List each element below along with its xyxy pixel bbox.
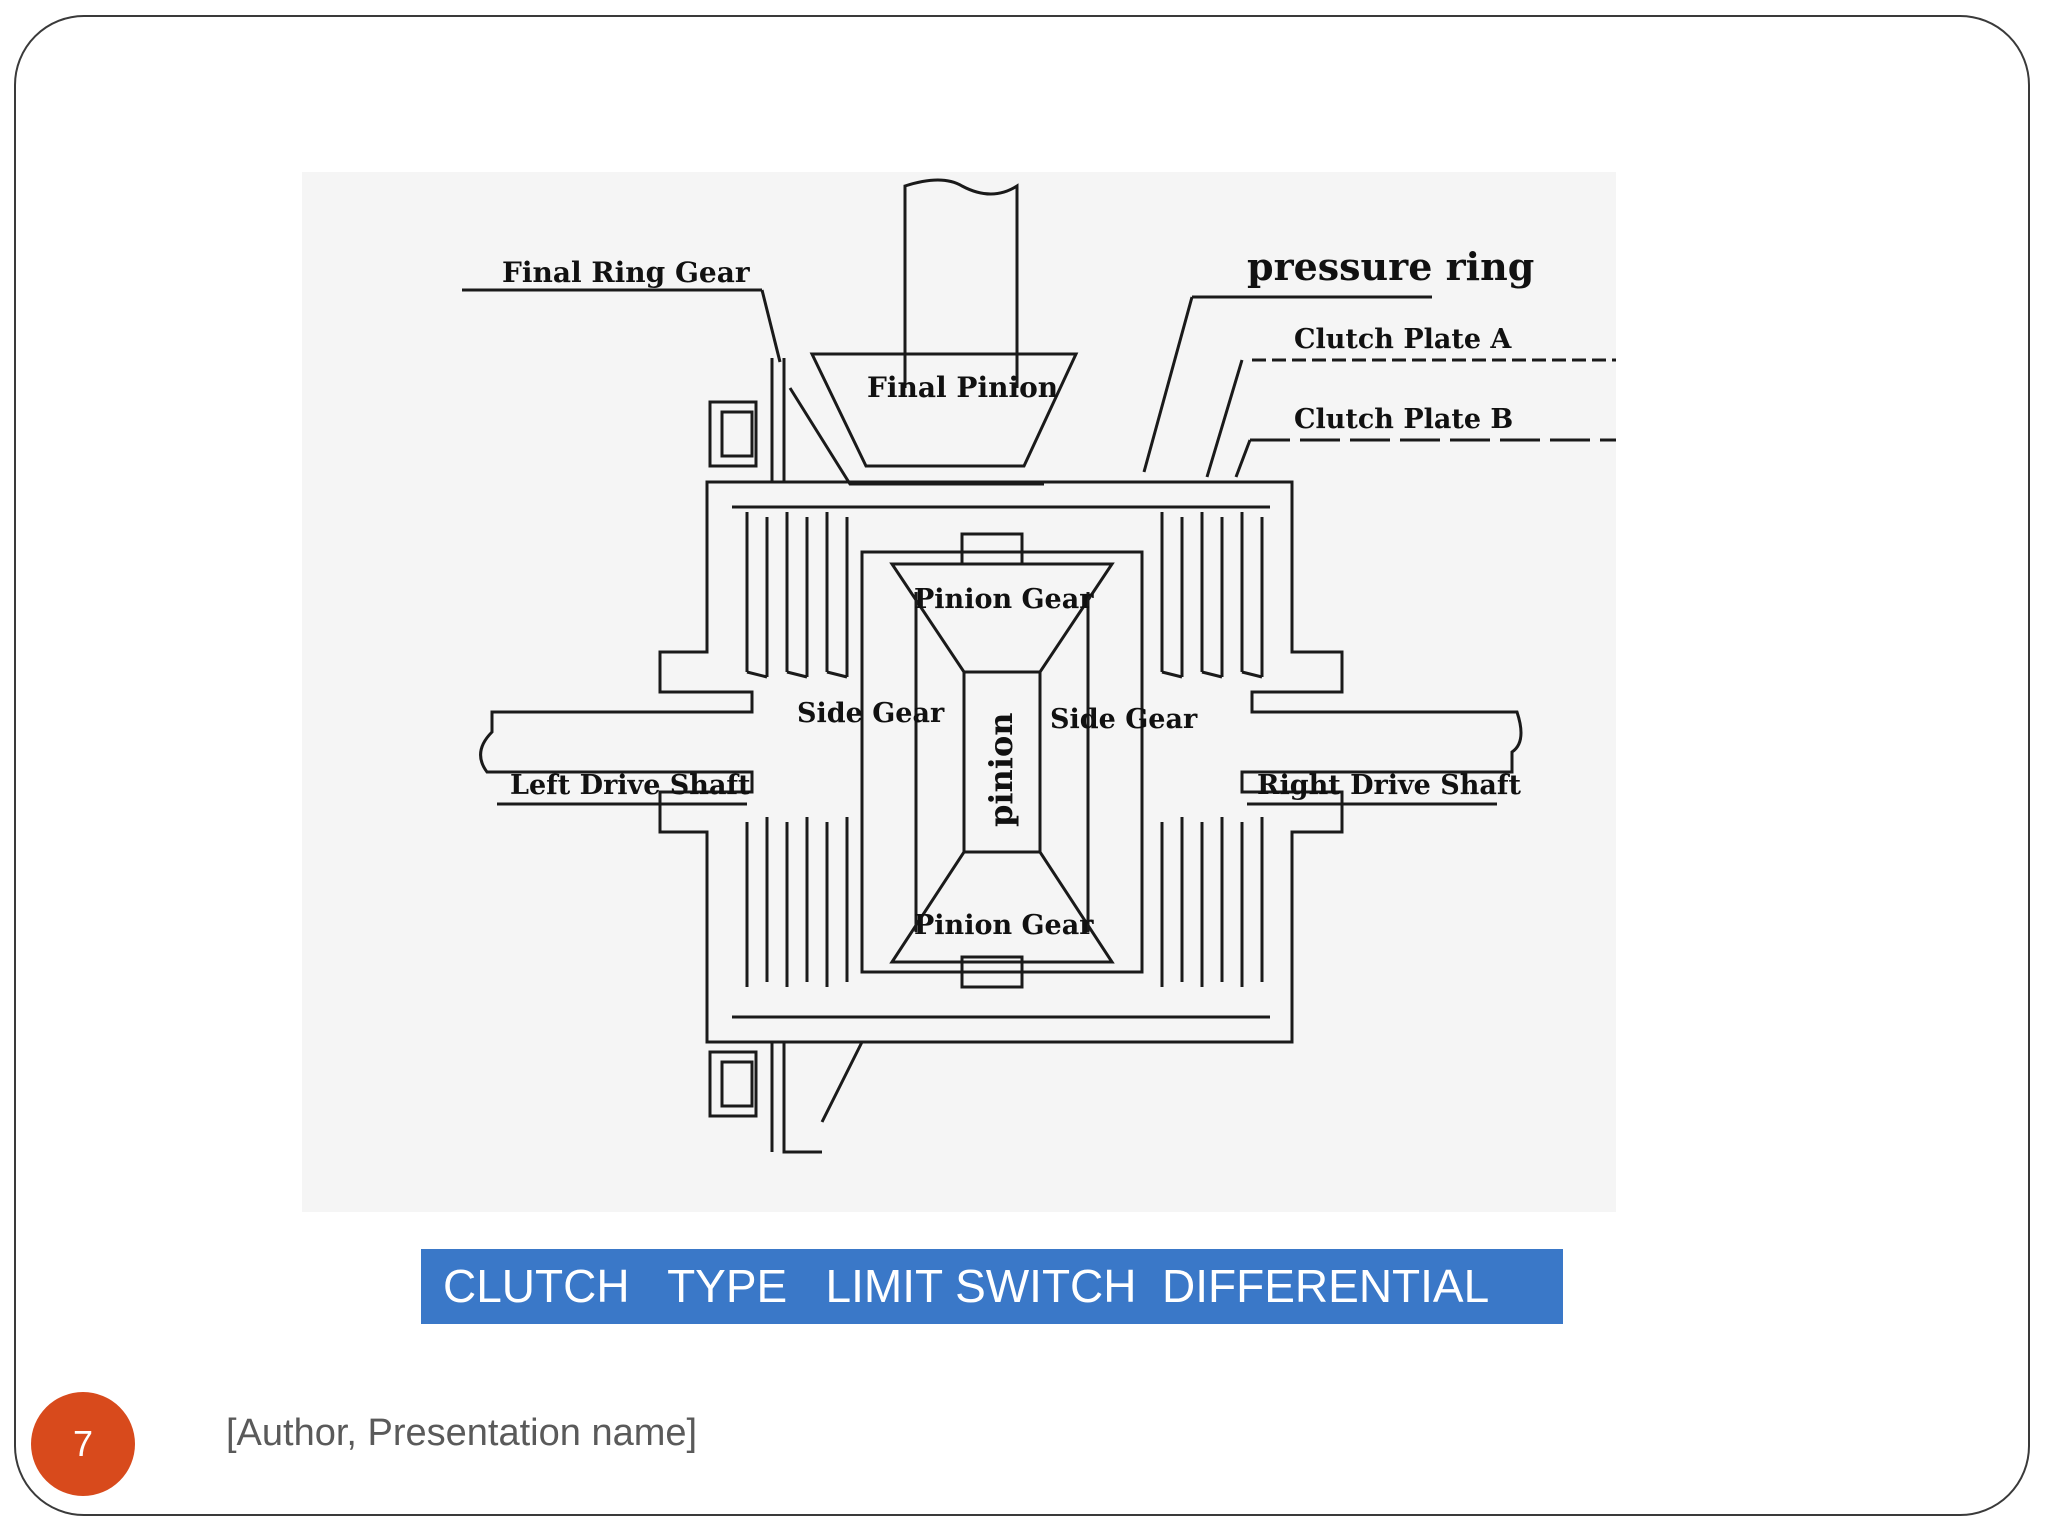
label-side-gear-right: Side Gear xyxy=(1050,704,1198,735)
clutch-stack-right-bottom xyxy=(1160,817,1264,987)
differential-diagram: Final Ring Gear Final Pinion pressure ri… xyxy=(302,172,1616,1212)
label-final-pinion: Final Pinion xyxy=(867,371,1058,404)
ring-gear-bolt-top xyxy=(708,400,758,468)
footer-author-text: [Author, Presentation name] xyxy=(226,1412,698,1454)
final-pinion-funnel xyxy=(809,352,1079,468)
label-pressure-ring: pressure ring xyxy=(1247,244,1534,289)
clutch-stack-left-top xyxy=(745,512,849,679)
label-side-gear-left: Side Gear xyxy=(797,698,945,729)
pinion-column xyxy=(962,670,1042,854)
clutch-stack-left-bottom xyxy=(745,817,849,987)
label-final-ring-gear: Final Ring Gear xyxy=(502,256,751,289)
housing-outline xyxy=(479,480,1523,1044)
label-pinion: pinion xyxy=(982,712,1020,827)
label-clutch-plate-b: Clutch Plate B xyxy=(1294,404,1513,435)
diagram-caption: CLUTCH TYPE LIMIT SWITCH DIFFERENTIAL xyxy=(421,1249,1563,1324)
diagram-drawing xyxy=(462,178,1616,1154)
label-left-drive-shaft: Left Drive Shaft xyxy=(510,770,751,801)
label-pinion-gear-bottom: Pinion Gear xyxy=(914,910,1094,941)
ring-gear-bolt-top-inner xyxy=(720,410,754,458)
carrier-outline xyxy=(860,550,1144,974)
ring-gear-bracket-bottom xyxy=(770,1042,822,1154)
clutch-stack-right-top xyxy=(1160,512,1264,679)
label-clutch-plate-a: Clutch Plate A xyxy=(1294,324,1512,355)
label-pinion-gear-top: Pinion Gear xyxy=(914,584,1094,615)
page-number-badge: 7 xyxy=(31,1392,135,1496)
final-pinion-funnel-inner xyxy=(788,387,1044,486)
label-right-drive-shaft: Right Drive Shaft xyxy=(1257,770,1521,801)
housing-inner xyxy=(732,505,1270,1019)
carrier-bottom-pin xyxy=(960,955,1024,989)
final-pinion-shaft xyxy=(903,178,1019,388)
ring-gear-bolt-bottom xyxy=(708,1050,758,1118)
